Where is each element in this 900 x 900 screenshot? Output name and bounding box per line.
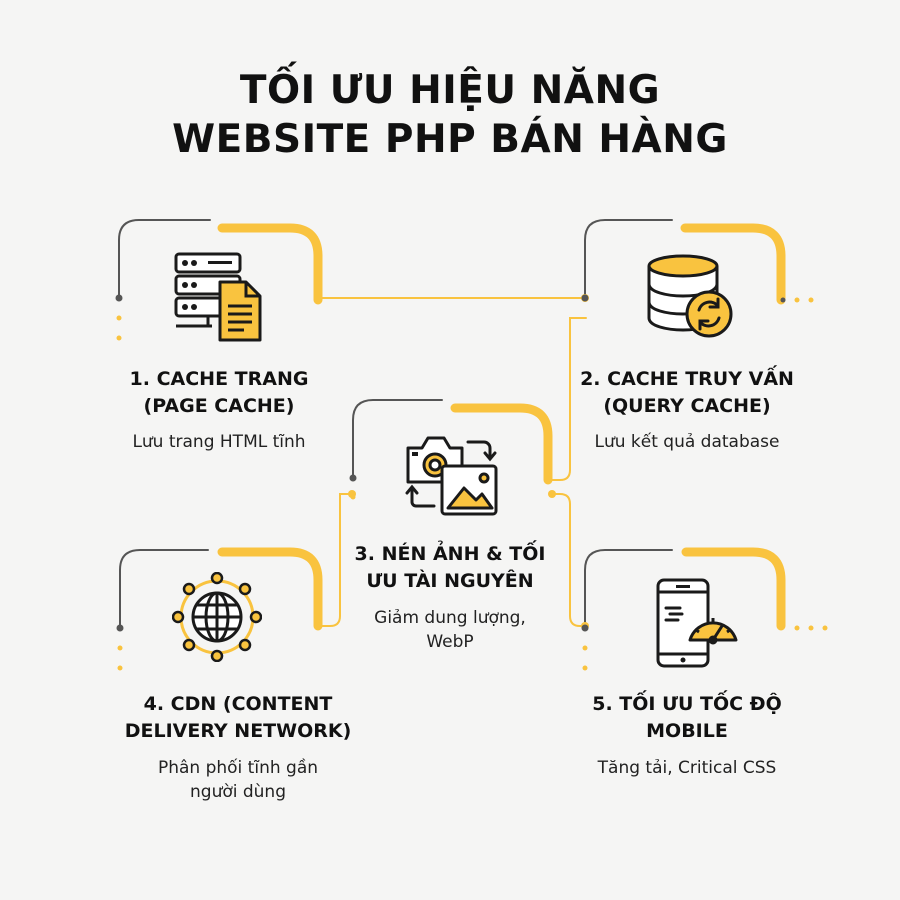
trail-dot	[808, 297, 814, 303]
card-2-frame-yellow	[680, 223, 786, 305]
connector-3-4	[317, 493, 353, 627]
connector-2-3	[549, 317, 587, 481]
item-5-heading-line-2: MOBILE	[646, 720, 728, 742]
connector-3-5	[549, 493, 586, 627]
trail-dot	[582, 645, 588, 651]
item-3-description-line-2: WebP	[426, 632, 474, 652]
trail-dot	[350, 494, 356, 500]
item-4-heading-line-1: 4. CDN (CONTENT	[143, 693, 333, 715]
item-1-heading-line-2: (PAGE CACHE)	[143, 395, 295, 417]
item-2-heading-line-1: 2. CACHE TRUY VẤN	[580, 368, 794, 390]
card-1-frame-yellow	[217, 223, 323, 305]
mobile-speed-icon	[656, 578, 738, 668]
item-4-description-line-2: người dùng	[190, 782, 286, 802]
trail-dot	[117, 665, 123, 671]
item-3-heading-line-2: ƯU TÀI NGUYÊN	[366, 570, 534, 592]
card-5-frame-yellow	[681, 547, 786, 631]
item-3-heading-line-1: 3. NÉN ẢNH & TỐI	[354, 543, 546, 565]
frame-dot	[581, 624, 589, 632]
item-2-heading-line-2: (QUERY CACHE)	[603, 395, 771, 417]
card-4-frame-yellow	[217, 547, 323, 631]
item-1-description: Lưu trang HTML tĩnh	[132, 432, 306, 452]
card-1-frame-gray	[118, 219, 211, 299]
trail-dot	[822, 625, 828, 631]
item-1-heading-line-1: 1. CACHE TRANG	[129, 368, 309, 390]
trail-dot	[117, 645, 123, 651]
page-title-line-1: TỐI ƯU HIỆU NĂNG	[239, 68, 661, 113]
connector-dot	[548, 490, 556, 498]
trail-dot	[582, 665, 588, 671]
trail-dot	[780, 297, 786, 303]
globe-network-icon	[172, 572, 262, 662]
database-refresh-icon	[647, 254, 733, 338]
frame-dot	[115, 294, 123, 302]
frame-dot	[581, 294, 589, 302]
item-5-description: Tăng tải, Critical CSS	[597, 758, 777, 778]
item-5-heading-line-1: 5. TỐI ƯU TỐC ĐỘ	[592, 693, 782, 715]
trail-dot	[808, 625, 814, 631]
item-3-description-line-1: Giảm dung lượng,	[374, 608, 526, 628]
connector-dot	[314, 294, 322, 302]
card-3-frame-yellow	[450, 403, 553, 485]
frame-dot	[349, 474, 357, 482]
card-3-frame-gray	[352, 399, 443, 479]
server-document-icon	[174, 252, 262, 342]
item-2-description: Lưu kết quả database	[594, 432, 780, 452]
trail-dot	[116, 335, 122, 341]
frame-dot	[116, 624, 124, 632]
card-4-frame-gray	[119, 549, 209, 629]
page-title-line-2: WEBSITE PHP BÁN HÀNG	[172, 117, 728, 162]
trail-dot	[116, 315, 122, 321]
card-2-frame-gray	[584, 219, 673, 299]
item-4-heading-line-2: DELIVERY NETWORK)	[124, 720, 352, 742]
trail-dot	[794, 625, 800, 631]
camera-image-icon	[405, 436, 498, 516]
trail-dot	[794, 297, 800, 303]
card-5-frame-gray	[584, 549, 673, 629]
item-4-description-line-1: Phân phối tĩnh gần	[157, 758, 319, 778]
connector-dot	[314, 622, 322, 630]
connector-dot	[544, 476, 552, 484]
